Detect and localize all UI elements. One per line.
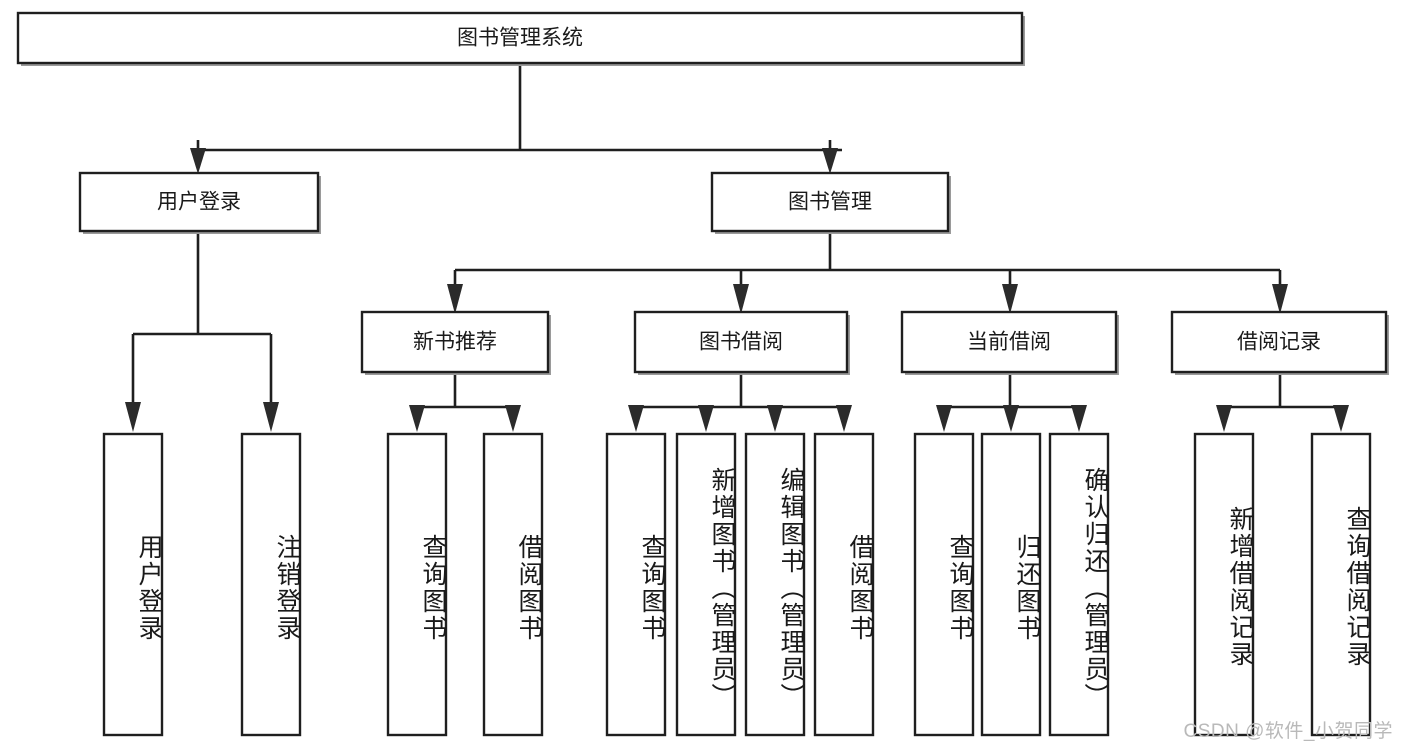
arrow-to-leaf-user-logout: [263, 402, 279, 432]
node-borrow-record[interactable]: 借阅记录: [1170, 310, 1389, 375]
arrow-to-book-manage: [822, 148, 838, 174]
new-book-recommend-label: 新书推荐: [413, 331, 497, 354]
arrow-to-book-borrow: [733, 284, 749, 314]
user-login-label: 用户登录: [157, 191, 241, 214]
arrow-to-leaf-add-book: [698, 405, 714, 432]
book-borrow-box: [633, 310, 849, 374]
arrow-to-leaf-add-record: [1216, 405, 1232, 432]
arrow-to-leaf-query-book-1: [409, 405, 425, 432]
arrow-to-leaf-edit-book: [767, 405, 783, 432]
node-user-login[interactable]: 用户登录: [78, 171, 321, 234]
user-login-box: [78, 171, 320, 233]
root-box: [16, 11, 1024, 65]
arrow-to-leaf-query-book-3: [936, 405, 952, 432]
root-label: 图书管理系统: [457, 27, 583, 50]
book-borrow-label: 图书借阅: [699, 331, 783, 354]
current-borrow-label: 当前借阅: [967, 331, 1051, 354]
leaf-box-query-record[interactable]: [1310, 432, 1372, 737]
node-new-book-recommend[interactable]: 新书推荐: [360, 310, 551, 375]
node-root[interactable]: 图书管理系统: [16, 11, 1025, 66]
arrow-to-leaf-query-book-2: [628, 405, 644, 432]
arrow-to-leaf-return-book: [1003, 405, 1019, 432]
leaf-box-user-logout[interactable]: [240, 432, 302, 737]
leaf-box-return-book[interactable]: [980, 432, 1042, 737]
leaf-box-borrow-book-2[interactable]: [813, 432, 875, 737]
arrow-to-leaf-query-record: [1333, 405, 1349, 432]
arrow-to-user-login: [190, 148, 206, 174]
arrow-to-leaf-borrow-book-1: [505, 405, 521, 432]
node-book-borrow[interactable]: 图书借阅: [633, 310, 850, 375]
leaf-box-query-book-2[interactable]: [605, 432, 667, 737]
leaf-box-user-login[interactable]: [102, 432, 164, 737]
leaf-box-borrow-book-1[interactable]: [482, 432, 544, 737]
arrow-to-leaf-borrow-book-2: [836, 405, 852, 432]
leaf-box-query-book-3[interactable]: [913, 432, 975, 737]
book-manage-box: [710, 171, 950, 233]
book-manage-label: 图书管理: [788, 191, 872, 214]
leaf-box-add-record[interactable]: [1193, 432, 1255, 737]
borrow-record-box: [1170, 310, 1388, 374]
csdn-watermark: CSDN @软件_小贺同学: [1183, 721, 1393, 742]
current-borrow-box: [900, 310, 1118, 374]
leaf-box-edit-book[interactable]: [744, 432, 806, 737]
node-current-borrow[interactable]: 当前借阅: [900, 310, 1119, 375]
arrow-to-leaf-user-login: [125, 402, 141, 432]
arrow-to-borrow-record: [1272, 284, 1288, 314]
leaf-boxes-layer: [102, 432, 1372, 737]
leaf-box-query-book-1[interactable]: [386, 432, 448, 737]
connector-layer: [125, 63, 1349, 432]
leaf-box-confirm-return[interactable]: [1048, 432, 1110, 737]
new-book-recommend-box: [360, 310, 550, 374]
borrow-record-label: 借阅记录: [1237, 331, 1321, 354]
leaf-box-add-book[interactable]: [675, 432, 737, 737]
node-book-manage[interactable]: 图书管理: [710, 171, 951, 234]
arrow-to-new-book-recommend: [447, 284, 463, 314]
arrow-to-current-borrow: [1002, 284, 1018, 314]
arrow-to-leaf-confirm-return: [1071, 405, 1087, 432]
